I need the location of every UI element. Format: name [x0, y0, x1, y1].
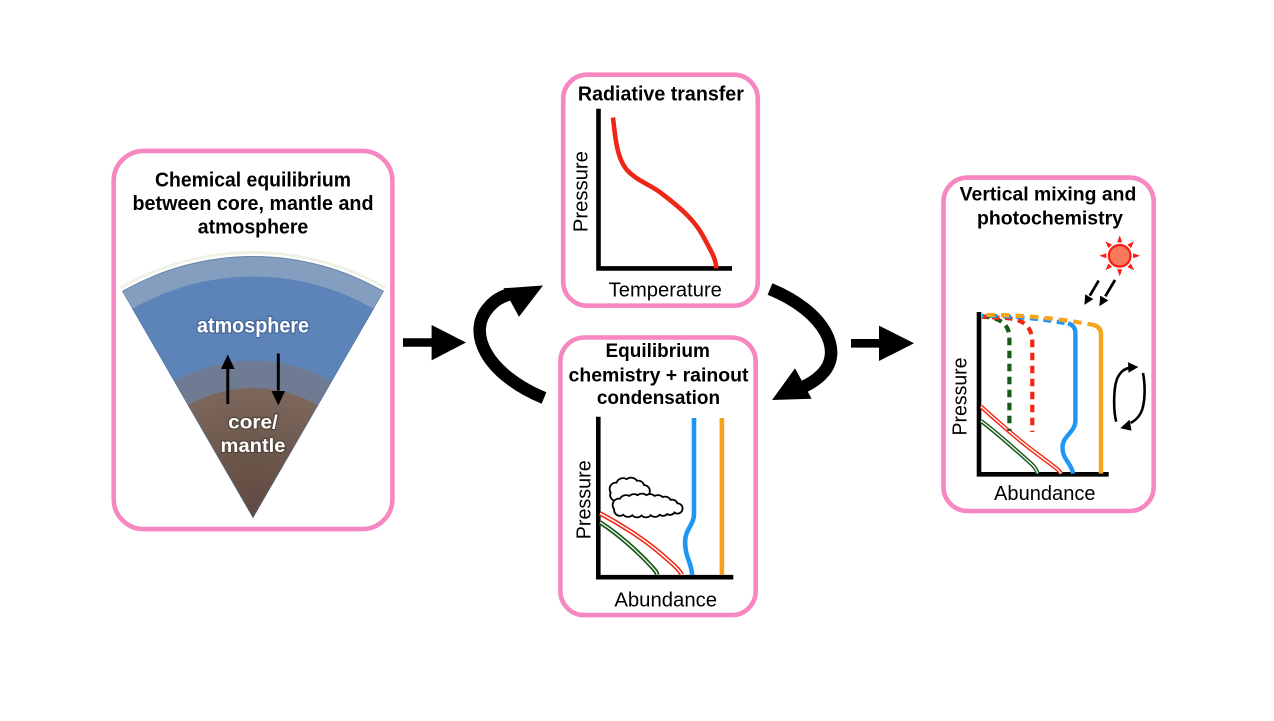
svg-text:chemistry + rainout: chemistry + rainout — [569, 365, 750, 386]
svg-text:Equilibrium: Equilibrium — [606, 341, 710, 362]
svg-text:atmosphere: atmosphere — [197, 315, 309, 338]
svg-text:mantle: mantle — [221, 436, 286, 457]
svg-text:photochemistry: photochemistry — [977, 209, 1123, 230]
svg-text:between core, mantle and: between core, mantle and — [133, 193, 374, 215]
svg-text:Pressure: Pressure — [571, 151, 593, 232]
svg-text:Vertical mixing and: Vertical mixing and — [960, 184, 1137, 205]
svg-text:core/: core/ — [228, 412, 278, 433]
svg-text:Abundance: Abundance — [614, 590, 717, 612]
svg-text:Temperature: Temperature — [609, 280, 722, 302]
svg-text:atmosphere: atmosphere — [198, 217, 309, 239]
svg-text:Abundance: Abundance — [994, 483, 1096, 505]
svg-text:Pressure: Pressure — [950, 358, 972, 436]
svg-text:mantle: mantle — [221, 436, 286, 457]
svg-text:atmosphere: atmosphere — [197, 315, 309, 338]
svg-text:Chemical equilibrium: Chemical equilibrium — [155, 170, 351, 192]
svg-text:condensation: condensation — [597, 388, 720, 409]
svg-text:Radiative transfer: Radiative transfer — [578, 84, 744, 106]
svg-text:Pressure: Pressure — [574, 460, 596, 539]
svg-text:core/: core/ — [228, 412, 278, 433]
